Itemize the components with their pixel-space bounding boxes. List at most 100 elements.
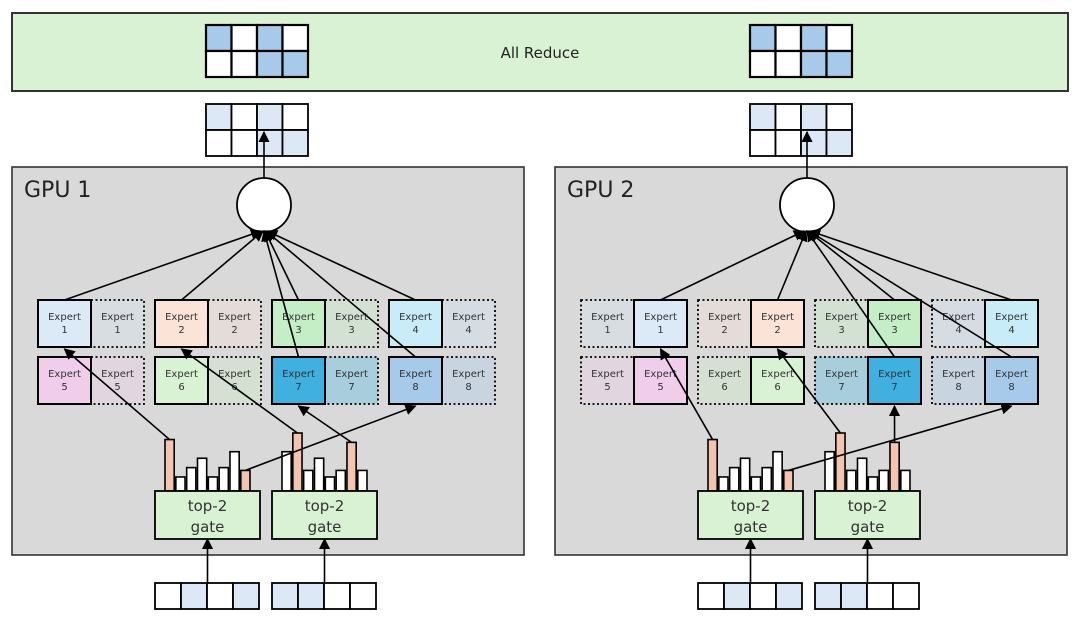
remote-expert-number: 2 (231, 325, 237, 336)
local-expert-number: 7 (891, 382, 897, 393)
token-cell (697, 582, 725, 610)
local-expert-number: 3 (891, 325, 897, 336)
local-expert-7 (867, 356, 922, 405)
grid-cell (255, 49, 284, 79)
remote-expert-number: 3 (348, 325, 354, 336)
remote-expert-label: Expert (452, 312, 485, 323)
combine-node (236, 177, 292, 233)
gate-box (154, 490, 261, 540)
route-arrow (776, 348, 842, 434)
combine-arrow (807, 230, 895, 301)
gate-score-bar (175, 476, 186, 492)
local-expert-label: Expert (761, 369, 794, 380)
gate-score-bar (185, 466, 197, 492)
combine-arrow (64, 229, 263, 301)
grid-cell (825, 23, 854, 53)
gate-score-bar (739, 457, 751, 492)
token-cell (180, 582, 208, 610)
gate-label-line2: gate (308, 518, 342, 536)
remote-expert-number: 2 (721, 325, 727, 336)
local-expert-8 (984, 356, 1039, 405)
local-expert-label: Expert (48, 312, 81, 323)
grid-cell (825, 129, 853, 157)
grid-cell (800, 103, 828, 131)
gate-score-bar-selected (835, 432, 846, 492)
remote-expert-label: Expert (942, 369, 975, 380)
gpu-title: GPU 1 (24, 178, 91, 203)
remote-expert-7 (324, 356, 379, 405)
grid-cell (205, 129, 233, 157)
route-arrow (180, 348, 298, 434)
remote-expert-number: 7 (838, 382, 844, 393)
gpu-panel-1: GPU 1Expert1Expert1Expert2Expert2Expert3… (11, 103, 525, 610)
grid-cell (256, 129, 284, 157)
input-token-2 (271, 582, 377, 610)
grid-cell (230, 23, 259, 53)
gate-box (271, 490, 378, 540)
grid-cell (825, 103, 853, 131)
gpu-panel-2: GPU 2Expert1Expert1Expert2Expert2Expert3… (554, 103, 1068, 610)
remote-expert-6 (207, 356, 262, 405)
local-expert-6 (154, 356, 209, 405)
local-expert-number: 2 (178, 325, 184, 336)
remote-expert-1 (580, 299, 635, 348)
input-token-1 (154, 582, 260, 610)
grid-cell (281, 103, 309, 131)
local-expert-label: Expert (282, 312, 315, 323)
token-cell (775, 582, 803, 610)
combine-arrow (808, 230, 1012, 358)
local-expert-label: Expert (644, 369, 677, 380)
input-token-2 (814, 582, 920, 610)
gate-label-line1: top-2 (731, 497, 771, 515)
grid-cell (256, 103, 284, 131)
route-arrow (245, 404, 417, 472)
remote-expert-number: 7 (348, 382, 354, 393)
local-expert-number: 2 (774, 325, 780, 336)
local-expert-4 (388, 299, 443, 348)
local-expert-label: Expert (995, 369, 1028, 380)
remote-expert-label: Expert (218, 369, 251, 380)
local-expert-7 (271, 356, 326, 405)
gate-score-bar (772, 450, 783, 492)
combine-arrow (660, 230, 806, 301)
remote-expert-number: 1 (114, 325, 120, 336)
local-expert-number: 6 (178, 382, 184, 393)
remote-expert-5 (580, 356, 635, 405)
grid-cell (799, 49, 828, 79)
token-cell (297, 582, 325, 610)
grid-cell (799, 23, 828, 53)
remote-expert-number: 8 (955, 382, 961, 393)
gate-score-bar-selected (346, 441, 357, 492)
token-cell (154, 582, 182, 610)
gate-score-bar (207, 476, 219, 492)
local-expert-3 (271, 299, 326, 348)
output-grid (749, 103, 853, 157)
remote-expert-4 (441, 299, 496, 348)
combine-arrow (261, 229, 300, 358)
local-expert-label: Expert (399, 369, 432, 380)
grid-cell (230, 49, 259, 79)
combine-arrow (806, 230, 896, 358)
gate-score-bar-selected (889, 441, 900, 492)
grid-cell (749, 129, 777, 157)
remote-expert-number: 5 (604, 382, 610, 393)
token-cell (814, 582, 842, 610)
gate-score-bar (878, 469, 890, 492)
remote-expert-label: Expert (591, 369, 624, 380)
grid-cell (281, 49, 310, 79)
route-arrow (63, 348, 171, 441)
remote-expert-label: Expert (101, 312, 134, 323)
local-expert-number: 7 (295, 382, 301, 393)
token-cell (271, 582, 299, 610)
local-expert-label: Expert (761, 312, 794, 323)
gate-score-bar (761, 466, 773, 492)
gate-score-bar (356, 469, 368, 492)
route-arrow (297, 405, 353, 444)
